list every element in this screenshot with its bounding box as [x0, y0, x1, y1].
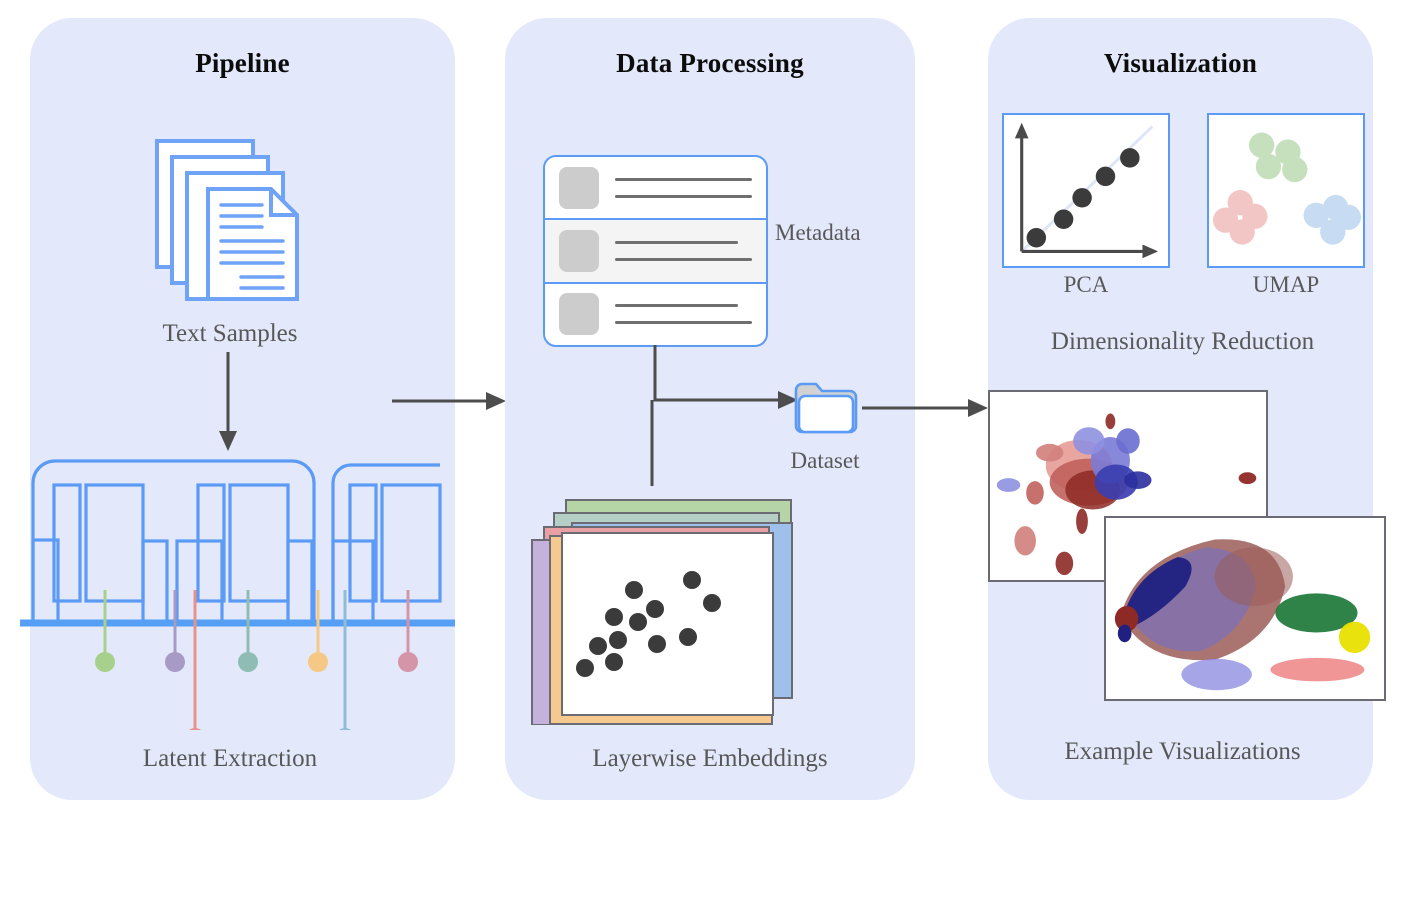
metadata-line — [615, 257, 752, 261]
connector-metadata-to-dataset — [653, 345, 798, 409]
layerwise-embeddings-stack[interactable] — [510, 480, 800, 725]
umap-embedding-front-svg — [1114, 539, 1371, 691]
caption-dataset: Dataset — [790, 448, 860, 473]
network-architecture-diagram — [20, 459, 455, 627]
panel-pipeline-title: Pipeline — [195, 48, 290, 78]
metadata-line — [615, 304, 739, 308]
caption-umap: UMAP — [1252, 272, 1320, 297]
metadata-text-lines — [615, 240, 752, 261]
metadata-text-lines — [615, 177, 752, 198]
umap-chart[interactable] — [1207, 113, 1365, 268]
connector-dataset-to-embeddings — [650, 400, 654, 486]
thumbnail-placeholder-icon — [559, 229, 599, 272]
metadata-row[interactable] — [545, 157, 766, 221]
metadata-text-lines — [615, 304, 752, 325]
metadata-row[interactable] — [545, 284, 766, 345]
metadata-line — [615, 240, 739, 244]
arrow-pipeline-to-processing-icon — [392, 392, 506, 410]
arrow-text-to-network-icon — [219, 352, 237, 451]
caption-latent-extraction: Latent Extraction — [142, 745, 318, 772]
panel-data-processing-title: Data Processing — [616, 48, 804, 78]
caption-pca: PCA — [1063, 272, 1109, 297]
dataset-folder-icon[interactable] — [793, 380, 859, 436]
caption-layerwise-embeddings: Layerwise Embeddings — [592, 745, 828, 772]
metadata-line — [615, 321, 752, 325]
caption-metadata: Metadata — [775, 220, 861, 245]
caption-example-visualizations: Example Visualizations — [1064, 738, 1301, 765]
umap-embedding-back-svg — [996, 413, 1257, 576]
metadata-line — [615, 177, 752, 181]
arrow-dataset-to-visualization-icon — [862, 399, 988, 417]
umap-plot-svg — [1212, 132, 1362, 245]
text-documents-icon — [155, 139, 299, 301]
pca-chart[interactable] — [1002, 113, 1170, 268]
thumbnail-placeholder-icon — [559, 166, 599, 209]
panel-visualization-title: Visualization — [1103, 48, 1258, 78]
example-visualization-front[interactable] — [1104, 516, 1386, 701]
thumbnail-placeholder-icon — [559, 293, 599, 336]
latent-tap-lines — [95, 590, 418, 730]
caption-text-samples: Text Samples — [162, 320, 298, 347]
metadata-card[interactable] — [543, 155, 768, 347]
metadata-line — [615, 194, 752, 198]
caption-dimensionality-reduction: Dimensionality Reduction — [1050, 328, 1315, 355]
pca-plot-svg — [1014, 122, 1159, 259]
metadata-row[interactable] — [545, 220, 766, 284]
